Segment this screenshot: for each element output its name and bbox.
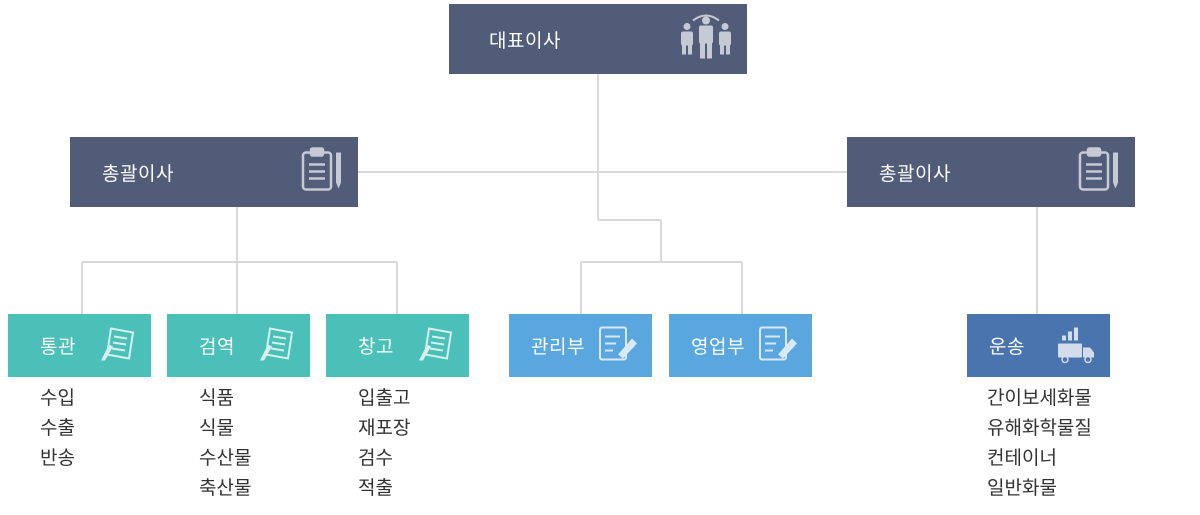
form-edit-icon: [598, 324, 638, 367]
clipboard-icon: [1077, 147, 1121, 198]
list-item: 수입: [40, 387, 75, 409]
document-pen-icon: [417, 324, 455, 367]
list-item: 적출: [358, 477, 393, 499]
dept-items-transport: 간이보세화물 유해화학물질 컨테이너 일반화물: [987, 383, 1092, 503]
dept-label: 통관: [40, 336, 76, 358]
list-item: 일반화물: [987, 477, 1057, 499]
form-edit-icon: [758, 324, 798, 367]
list-item: 수산물: [199, 447, 252, 469]
list-item: 축산물: [199, 477, 252, 499]
list-item: 수출: [40, 417, 75, 439]
dept-label: 검역: [199, 336, 235, 358]
dept-label: 창고: [358, 336, 394, 358]
list-item: 반송: [40, 447, 75, 469]
dept-box-warehouse: 창고: [326, 314, 469, 377]
list-item: 검수: [358, 447, 393, 469]
list-item: 유해화학물질: [987, 417, 1092, 439]
list-item: 식물: [199, 417, 234, 439]
truck-icon: [1056, 323, 1096, 368]
dept-label: 영업부: [691, 336, 745, 358]
document-pen-icon: [258, 324, 296, 367]
dept-label: 관리부: [531, 336, 585, 358]
list-item: 식품: [199, 387, 234, 409]
ceo-box: 대표이사: [449, 4, 747, 74]
dept-box-customs: 통관: [8, 314, 151, 377]
people-group-icon: [679, 11, 733, 68]
list-item: 재포장: [358, 417, 411, 439]
dept-items-customs: 수입 수출 반송: [40, 383, 75, 473]
director-label: 총괄이사: [879, 162, 951, 185]
director-box-left: 총괄이사: [70, 137, 358, 207]
dept-label: 운송: [989, 336, 1025, 358]
director-label: 총괄이사: [102, 162, 174, 185]
dept-items-quarantine: 식품 식물 수산물 축산물: [199, 383, 251, 503]
dept-box-transport: 운송: [967, 314, 1110, 377]
dept-box-quarantine: 검역: [167, 314, 310, 377]
clipboard-icon: [300, 147, 344, 198]
list-item: 컨테이너: [987, 447, 1057, 469]
ceo-label: 대표이사: [489, 29, 561, 52]
director-box-right: 총괄이사: [847, 137, 1135, 207]
list-item: 입출고: [358, 387, 411, 409]
dept-box-management: 관리부: [509, 314, 652, 377]
dept-items-warehouse: 입출고 재포장 검수 적출: [358, 383, 410, 503]
list-item: 간이보세화물: [987, 387, 1092, 409]
document-pen-icon: [99, 324, 137, 367]
dept-box-sales: 영업부: [669, 314, 812, 377]
